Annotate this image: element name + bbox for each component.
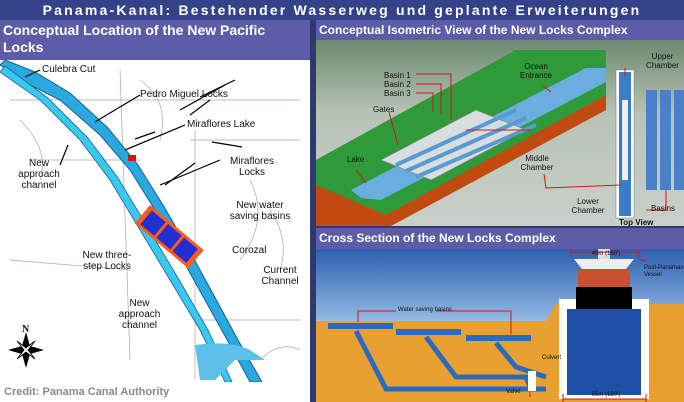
page-title: Panama-Kanal: Bestehender Wasserweg und … [0,0,684,20]
label-ocean-entrance: Ocean Entrance [519,62,553,80]
label-new-three-step-locks: New three-step Locks [82,250,132,272]
label-basin-2: Basin 2 [384,80,411,89]
cross-section-view: 49m (160') Post-Panamax Vessel Water sav… [316,249,684,402]
label-pedro-miguel: Pedro Miguel Locks [140,89,228,100]
label-basins: Basins [651,204,676,213]
label-basin-1: Basin 1 [384,71,411,80]
top-view [615,69,684,219]
cross-section-header: Cross Section of the New Locks Complex [316,228,684,249]
water-saving-basins [328,323,531,341]
current-channel-shape [0,59,263,383]
label-post-panamax-vessel: Post-Panamax Vessel [644,265,684,278]
map-panel-header: Conceptual Location of the New Pacific L… [0,20,310,60]
valve [528,371,536,391]
iso-panel-header: Conceptual Isometric View of the New Loc… [316,20,684,40]
label-water-saving-basins: Water saving basins [398,307,452,313]
new-approach-channel-shape [0,65,233,383]
label-basin-3: Basin 3 [384,89,411,98]
vessel [574,249,634,309]
label-new-approach-channel-2: New approach channel [118,298,161,331]
label-miraflores-locks: Miraflores Locks [230,156,274,178]
label-culvert: Culvert [542,355,562,361]
leader-lines [24,69,243,186]
lock-chambers [395,108,537,179]
label-top-view: Top View [619,218,654,227]
xs-leader-lines [357,249,647,402]
label-corozal: Corozal [232,245,267,256]
location-map: Culebra Cut Pedro Miguel Locks Miraflore… [0,59,310,383]
map-roads [9,69,301,380]
label-new-water-saving-basins: New water saving basins [229,200,291,222]
label-valve: Valve [506,389,521,395]
label-middle-chamber: Middle Chamber [520,154,554,172]
compass-rose-icon [8,332,44,368]
label-gates: Gates [373,105,395,114]
label-north: N [22,324,30,335]
lock-chamber-water [567,309,641,395]
iso-leader-lines [355,68,667,211]
miraflores-marker [128,155,136,161]
map-drawing [0,59,301,383]
label-width-top: 49m (160') [591,251,621,257]
corozal-water [195,343,265,380]
label-lake: Lake [347,155,365,164]
label-upper-chamber: Upper Chamber [646,52,679,70]
isometric-view: Basin 1 Basin 2 Basin 3 Gates Lake Ocean… [316,40,684,227]
label-current-channel: Current Channel [261,265,299,287]
label-lower-chamber: Lower Chamber [571,197,605,215]
label-new-approach-channel-1: New approach channel [18,158,60,191]
label-width-bottom: 55m (180') [591,392,621,398]
new-locks-shape [134,205,204,269]
iso-drawing [316,50,684,226]
label-miraflores-lake: Miraflores Lake [187,119,256,130]
credit-text: Credit: Panama Canal Authority [0,382,310,402]
label-culebra-cut: Culebra Cut [42,64,96,75]
cross-section-drawing [316,249,684,402]
